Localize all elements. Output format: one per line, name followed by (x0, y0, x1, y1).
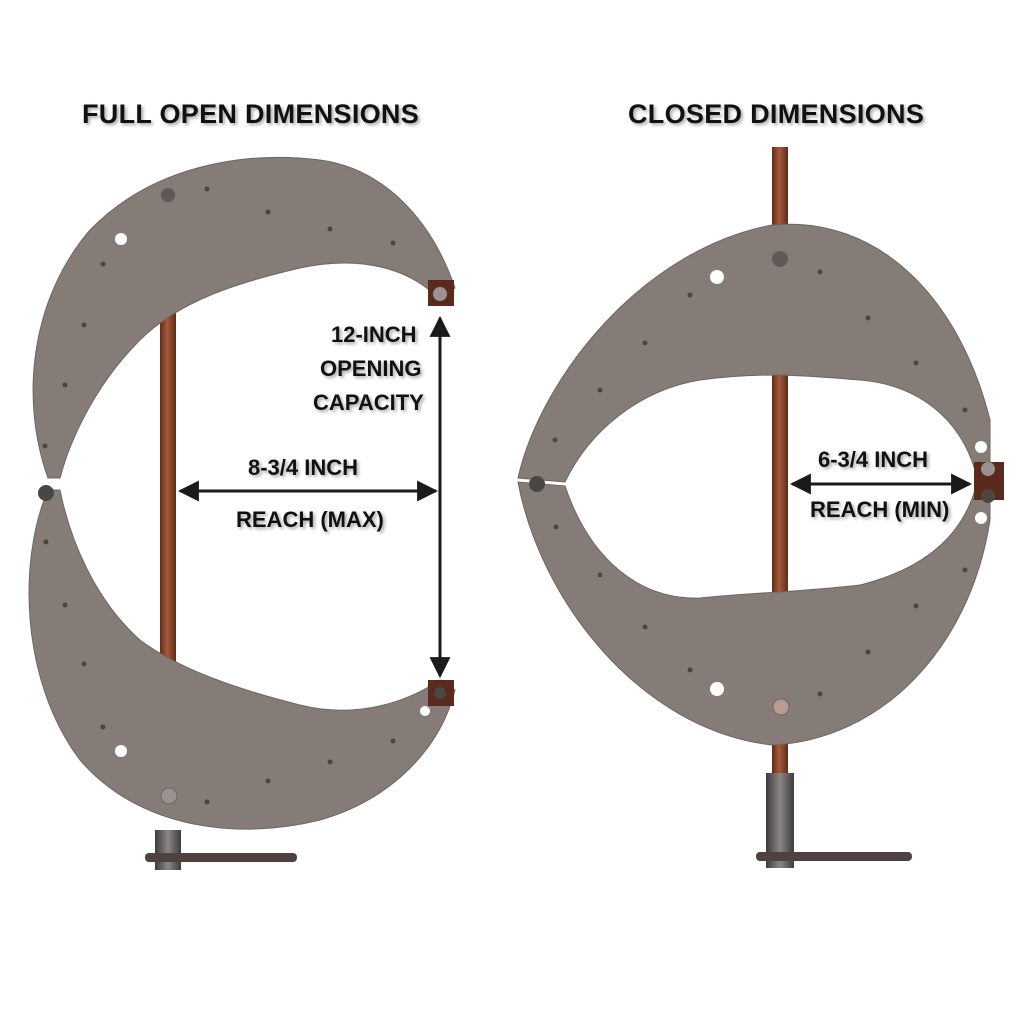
closed-rivets (552, 269, 968, 697)
reach-max-label: REACH (MAX) (236, 507, 384, 532)
closed-hole (710, 270, 724, 284)
closed-lower-jaw-bolt (981, 489, 995, 503)
reach-min-label: REACH (MIN) (810, 497, 950, 522)
open-screw-rod (160, 312, 176, 674)
open-rivets (42, 186, 396, 805)
closed-upper-arm (517, 223, 991, 483)
open-hole (420, 706, 430, 716)
closed-hole (975, 512, 987, 524)
open-pivot-pin (38, 485, 54, 501)
open-upper-arm (32, 156, 456, 479)
open-view-title: FULL OPEN DIMENSIONS (82, 99, 420, 129)
open-hole (115, 233, 127, 245)
reach-max-value: 8-3/4 INCH (248, 455, 359, 480)
capacity-label-line3: CAPACITY (313, 390, 424, 415)
open-lower-arm (28, 489, 456, 830)
closed-upper-jaw-bolt (981, 462, 995, 476)
closed-hole (710, 682, 724, 696)
closed-tommy-bar (756, 852, 912, 861)
capacity-label-line1: 12-INCH (331, 322, 417, 347)
open-screw-sleeve (155, 830, 181, 870)
reach-min-value: 6-3/4 INCH (818, 447, 929, 472)
closed-clamp (517, 147, 1004, 868)
open-tommy-bar (145, 853, 297, 862)
closed-boss (772, 251, 788, 267)
open-boss (160, 787, 178, 805)
open-clamp (28, 156, 456, 870)
closed-pivot-pin (529, 476, 545, 492)
open-lower-jaw-bolt (434, 687, 446, 699)
open-upper-jaw-bolt (433, 287, 447, 301)
closed-view-title: CLOSED DIMENSIONS (628, 99, 925, 129)
capacity-label-line2: OPENING (320, 356, 422, 381)
closed-boss (772, 698, 790, 716)
open-hole (115, 745, 127, 757)
closed-hole (975, 441, 987, 453)
open-boss (161, 188, 175, 202)
